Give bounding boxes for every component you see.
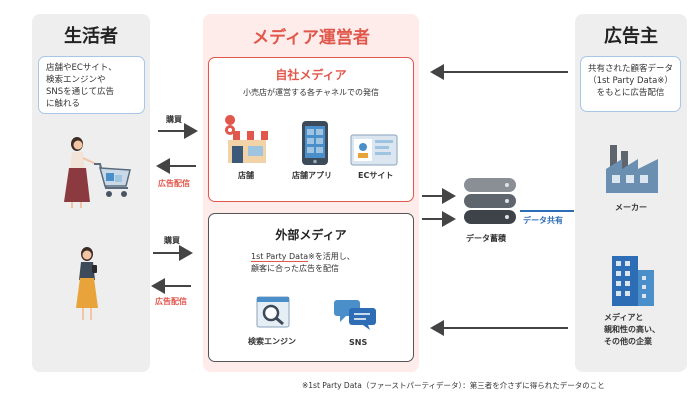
advertiser-note-line: をもとに広告配信 xyxy=(596,88,665,98)
other-companies-line: 親和性の高い、 xyxy=(604,325,660,334)
footnote: ※1st Party Data（ファーストパーティデータ）：第三者を介さずに得ら… xyxy=(302,381,605,390)
external-media-panel: 外部メディア 1st Party Data※を活用し、 顧客に合った広告を配信 xyxy=(208,213,414,362)
channel-sns-label: SNS xyxy=(349,338,368,347)
shopper-cart-illustration xyxy=(64,137,131,208)
database-icon xyxy=(464,178,516,224)
advertiser-note-line: （1st Party Data※） xyxy=(588,76,673,86)
advertiser-note: 共有された顧客データ （1st Party Data※） をもとに広告配信 xyxy=(580,56,681,112)
shopping-cart-icon xyxy=(94,163,131,197)
store-app-icon xyxy=(302,121,328,165)
other-companies-line: その他の企業 xyxy=(604,337,652,346)
consumer-note-line: SNSを通じて広告 xyxy=(46,87,115,97)
ec-site-icon xyxy=(350,134,398,166)
store-icon xyxy=(225,115,268,163)
purchase-label-top: 購買 xyxy=(166,115,182,124)
external-media-description: 1st Party Data※を活用し、 顧客に合った広告を配信 xyxy=(251,251,355,275)
factory-icon xyxy=(606,145,658,193)
first-party-data-highlight: 1st Party Data xyxy=(251,252,309,262)
shopper-icon xyxy=(64,137,97,208)
consumer-note-line: 検索エンジンや xyxy=(46,75,106,85)
channel-store-label: 店舗 xyxy=(238,171,254,180)
search-engine-icon xyxy=(256,296,290,328)
consumer-note-line: に触れる xyxy=(46,99,81,109)
ext-desc-line2: 顧客に合った広告を配信 xyxy=(251,264,339,273)
media-operator-title: メディア運営者 xyxy=(252,28,370,48)
ad-delivery-label-top: 広告配信 xyxy=(158,179,190,188)
channel-search-label: 検索エンジン xyxy=(248,337,296,346)
other-companies-line: メディアと xyxy=(604,313,644,322)
consumer-title: 生活者 xyxy=(64,26,118,47)
data-storage-label: データ蓄積 xyxy=(466,234,506,243)
advertiser-title: 広告主 xyxy=(604,26,658,47)
external-media-title: 外部メディア xyxy=(275,228,347,242)
consumer-note-line: 店舗やECサイト、 xyxy=(46,63,117,73)
smartphone-user-illustration xyxy=(76,247,98,320)
sns-chat-icon xyxy=(334,300,376,330)
purchase-label-bottom: 購買 xyxy=(164,236,180,245)
data-share-label: データ共有 xyxy=(523,216,563,225)
maker-label: メーカー xyxy=(615,203,647,212)
ext-desc-rest: ※を活用し、 xyxy=(308,252,355,261)
office-building-icon xyxy=(612,256,654,306)
channel-app-label: 店舗アプリ xyxy=(292,171,332,180)
channel-ec-label: ECサイト xyxy=(358,171,394,180)
ad-delivery-label-bottom: 広告配信 xyxy=(155,297,187,306)
advertiser-note-line: 共有された顧客データ xyxy=(587,64,673,74)
consumer-note: 店舗やECサイト、 検索エンジンや SNSを通じて広告 に触れる xyxy=(38,56,145,114)
other-companies-label: メディアと 親和性の高い、 その他の企業 xyxy=(604,312,660,348)
own-media-title: 自社メディア xyxy=(275,68,347,82)
own-media-subtitle: 小売店が運営する各チャネルでの発信 xyxy=(243,88,379,97)
